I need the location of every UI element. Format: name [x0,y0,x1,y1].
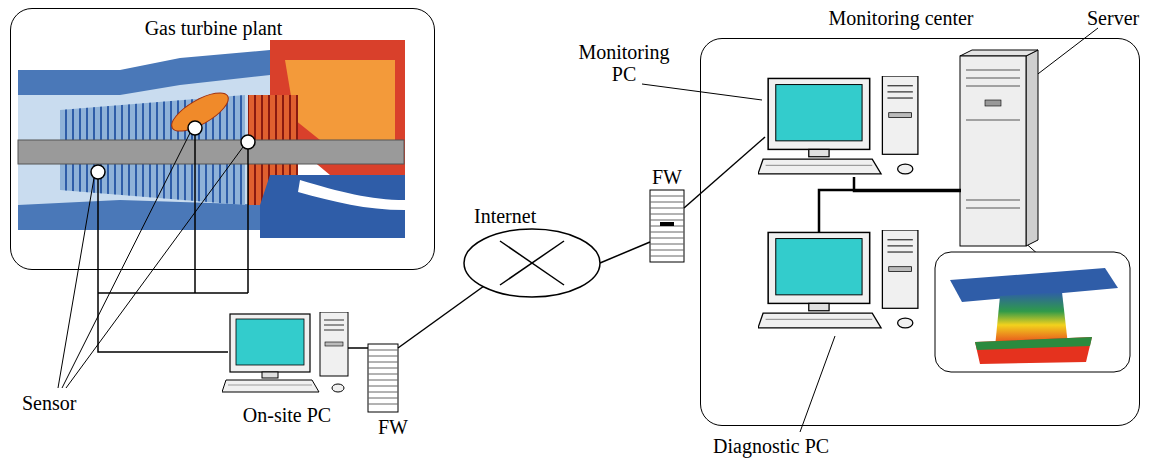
server-picture [960,50,1038,246]
network-link [819,190,961,233]
onsite-pc-picture [222,312,348,392]
node-label: Monitoring PC [569,41,679,85]
network-link [348,347,368,349]
leader-lines [58,28,1098,432]
turbine-illustration [18,40,405,238]
node-label: Diagnostic PC [713,435,829,457]
pc-node: Diagnostic PC [759,231,924,335]
firewall-symbol [368,344,398,412]
center-region: Monitoring centerMonitoring PCServerDiag… [700,38,1140,426]
network-link [600,242,650,263]
node-label: Internet [474,205,536,227]
node-label: Server [1087,7,1139,29]
node-label: FW [378,416,408,438]
blade-inset [935,252,1130,372]
internet-cloud: Internet [462,205,602,301]
node-label: On-site PC [212,404,362,426]
monitoring-pc-picture [758,76,918,174]
server-node: Server [959,53,1041,249]
part-label: Sensor [22,392,76,414]
node-label: Gas turbine plant [11,17,416,39]
firewall-node: FW [648,166,686,264]
diagnostic-pc-picture [758,230,918,328]
network-link [98,270,228,352]
firewall-symbol [650,190,684,262]
network-link [684,137,765,208]
pc-node: On-site PC [222,312,352,397]
node-label: FW [638,166,696,188]
network-link [398,286,484,348]
node-label: Monitoring center [791,7,1011,29]
sensor-dots [91,121,255,179]
plant-region: Gas turbine plant [10,8,435,270]
pc-node: Monitoring PC [759,77,924,181]
firewall-node: FW [366,342,400,414]
